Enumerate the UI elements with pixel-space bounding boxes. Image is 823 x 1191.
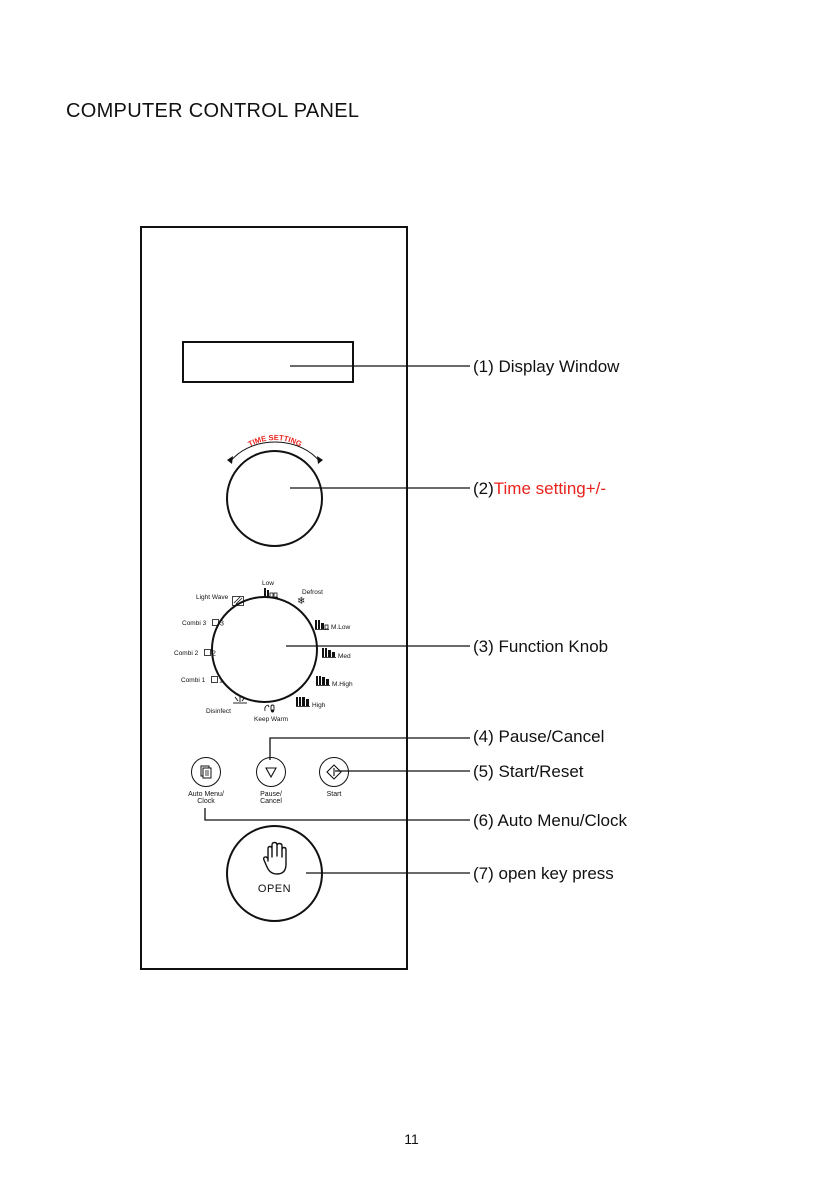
power-bars-icon xyxy=(322,648,336,658)
keep-warm-icon xyxy=(264,704,275,713)
func-label-med: Med xyxy=(338,653,351,660)
callout-function-knob: (3) Function Knob xyxy=(473,637,609,656)
pause-cancel-button[interactable] xyxy=(256,757,286,787)
power-bars-icon xyxy=(316,676,330,686)
auto-menu-icon xyxy=(200,765,212,779)
svg-text:3: 3 xyxy=(220,621,224,628)
pause-cancel-icon xyxy=(265,767,277,779)
func-label-m-low: M.Low xyxy=(331,624,351,631)
combi-icon: 2 xyxy=(204,649,216,658)
open-door-button[interactable]: OPEN xyxy=(226,825,323,922)
arc-right-arrow-icon xyxy=(317,456,323,464)
func-label-m-high: M.High xyxy=(332,681,353,688)
arc-left-arrow-icon xyxy=(227,456,233,464)
func-label-combi3: Combi 3 xyxy=(182,620,207,627)
time-setting-knob[interactable] xyxy=(226,450,323,547)
func-label-high: High xyxy=(312,702,326,709)
auto-menu-clock-button[interactable] xyxy=(191,757,221,787)
hand-icon xyxy=(262,841,287,875)
start-icon xyxy=(326,764,342,780)
start-reset-button[interactable] xyxy=(319,757,349,787)
callout-display-window: (1) Display Window xyxy=(473,357,620,376)
power-bars-icon xyxy=(264,588,278,598)
page-number: 11 xyxy=(404,1131,419,1147)
auto-menu-clock-label: Auto Menu/Clock xyxy=(188,791,224,805)
start-label: Start xyxy=(326,791,342,798)
func-label-low: Low xyxy=(262,580,274,587)
display-window xyxy=(182,341,354,383)
combi-icon: 3 xyxy=(212,619,224,628)
func-label-combi1: Combi 1 xyxy=(181,677,206,684)
light-wave-icon xyxy=(232,596,244,606)
disinfect-icon xyxy=(233,696,247,704)
leader-line-6 xyxy=(204,808,470,821)
pause-cancel-label: Pause/Cancel xyxy=(260,791,282,805)
open-label: OPEN xyxy=(257,883,292,895)
svg-text:1: 1 xyxy=(219,678,223,685)
page-title: COMPUTER CONTROL PANEL xyxy=(66,100,360,122)
leader-line-4 xyxy=(269,737,470,760)
callout-auto-menu-clock: (6) Auto Menu/Clock xyxy=(473,811,628,830)
power-bars-icon xyxy=(296,697,310,707)
func-label-defrost: Defrost xyxy=(302,589,323,596)
snowflake-icon: ❄ xyxy=(297,596,306,607)
svg-text:2: 2 xyxy=(212,651,216,658)
combi-icon: 1 xyxy=(211,676,223,685)
callout-pause-cancel: (4) Pause/Cancel xyxy=(473,727,605,746)
control-panel-frame xyxy=(140,226,408,970)
callout-start-reset: (5) Start/Reset xyxy=(473,762,584,781)
callout-time-setting: (2)Time setting+/- xyxy=(473,479,607,498)
func-label-combi2: Combi 2 xyxy=(174,650,199,657)
time-setting-arc: TIME SETTING xyxy=(227,433,323,464)
func-label-disinfect: Disinfect xyxy=(206,708,231,715)
func-label-light-wave: Light Wave xyxy=(196,594,229,601)
func-label-keep-warm: Keep Warm xyxy=(254,716,289,723)
callout-open-key: (7) open key press xyxy=(473,864,614,883)
power-bars-icon xyxy=(315,620,329,630)
